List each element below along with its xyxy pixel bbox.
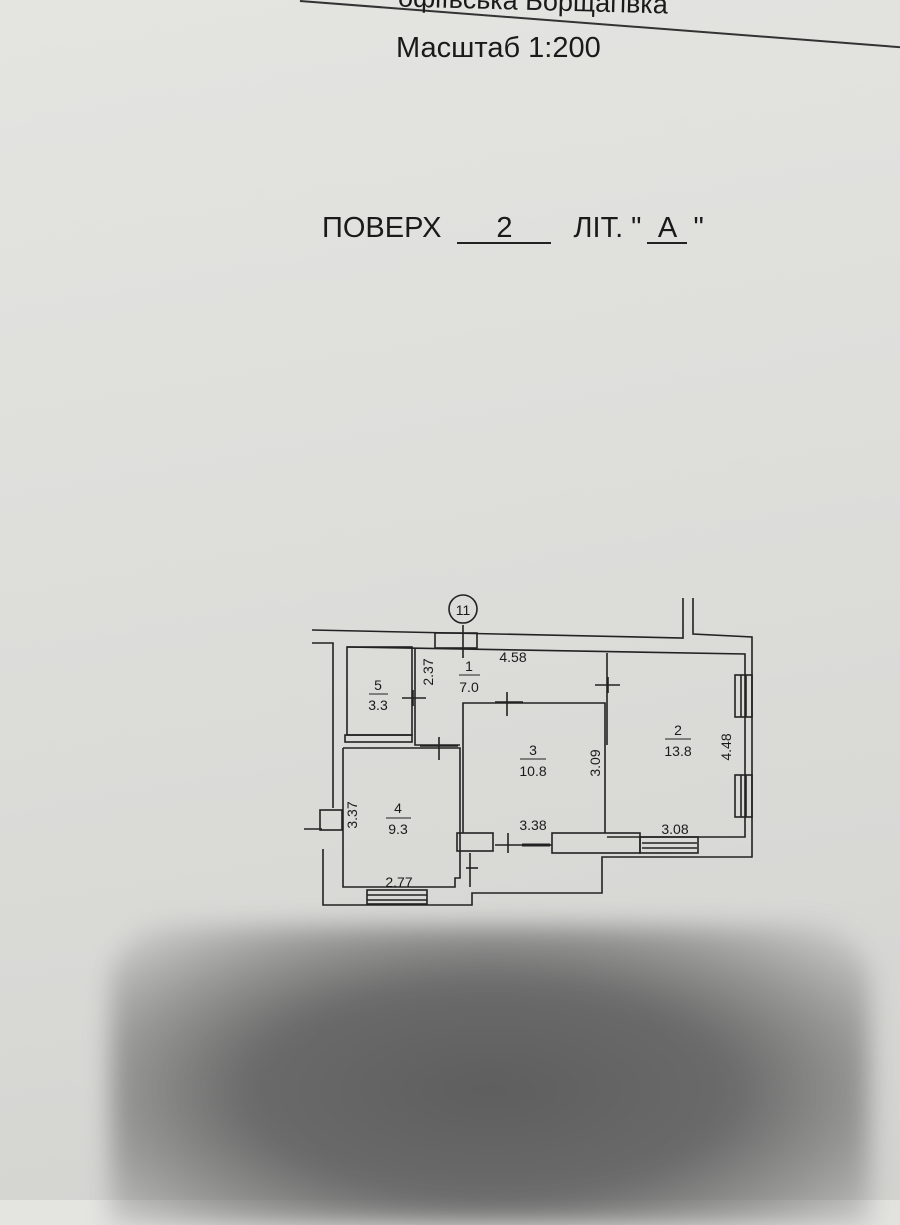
room-2-number: 2: [674, 722, 682, 738]
axis-marker-label: 11: [456, 602, 471, 618]
room-1-number: 1: [465, 658, 473, 674]
floor-line: ПОВЕРХ 2 ЛІТ. " А ": [322, 212, 704, 245]
room-3-area: 10.8: [519, 763, 546, 779]
room-3-number: 3: [529, 742, 537, 758]
lit-value: А: [647, 214, 688, 244]
photo-shadow: [110, 925, 870, 1225]
dim-room3-width: 3.38: [519, 817, 546, 833]
walls: [304, 598, 753, 906]
floor-plan: 11 5 3.3 1 7.0 3 10.8 2 13.8 4 9.3 4.58 …: [304, 594, 753, 906]
dim-room4-width: 2.77: [385, 874, 412, 890]
axis-marker: 11: [448, 594, 478, 624]
room-labels: 5 3.3 1 7.0 3 10.8 2 13.8 4 9.3: [368, 658, 692, 837]
dim-room1-width: 2.37: [420, 658, 436, 685]
room-1-area: 7.0: [459, 679, 479, 695]
dim-room4-length: 3.37: [344, 801, 360, 828]
room-5-number: 5: [374, 677, 382, 693]
floor-value: 2: [457, 214, 552, 244]
dim-room2-length: 4.48: [718, 733, 734, 760]
dim-room1-length: 4.58: [499, 649, 526, 665]
lit-close: ": [693, 212, 704, 244]
dimension-labels: 4.58 2.37 3.09 3.38 4.48 3.08 3.37 2.77: [344, 649, 734, 890]
room-4-area: 9.3: [388, 821, 408, 837]
room-5-area: 3.3: [368, 697, 388, 713]
scale-label: Масштаб 1:200: [396, 32, 601, 64]
floor-label: ПОВЕРХ: [322, 212, 442, 244]
lit-label: ЛІТ. ": [573, 212, 642, 244]
dim-room3-length: 3.09: [587, 749, 603, 776]
room-4-number: 4: [394, 800, 402, 816]
dim-room2-width: 3.08: [661, 821, 688, 837]
room-2-area: 13.8: [664, 743, 691, 759]
